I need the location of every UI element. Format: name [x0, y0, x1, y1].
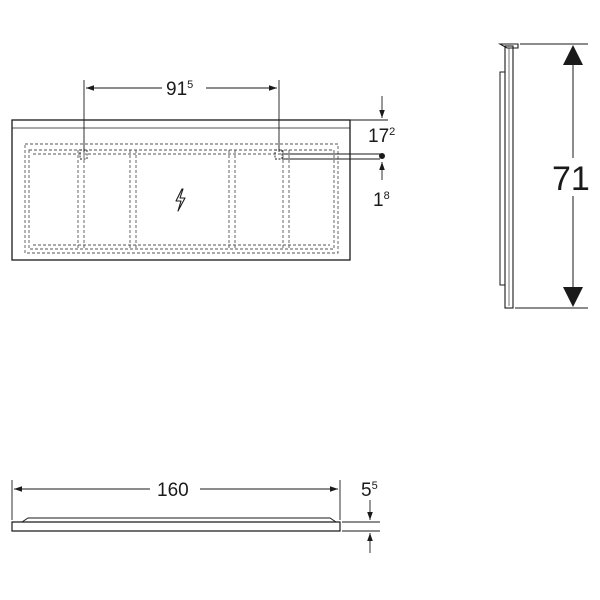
top-profile-back — [21, 517, 337, 523]
hidden-led-frame — [24, 143, 339, 254]
mirror-panel-outline — [11, 119, 351, 261]
lightning-bolt-icon — [175, 188, 186, 212]
right-hook — [274, 149, 283, 160]
side-view: 71 — [497, 43, 590, 309]
height-arrow-top — [563, 45, 583, 65]
top-view: 160 55 — [11, 480, 380, 553]
top-profile — [11, 521, 341, 532]
top-offset-label: 172 — [368, 126, 395, 147]
left-hook — [79, 149, 88, 160]
width-label: 160 — [157, 480, 189, 501]
hook-spacing-label: 915 — [166, 79, 193, 100]
hook-tolerance-label: 18 — [373, 190, 390, 211]
height-label: 71 — [552, 160, 590, 198]
front-view: 915 172 18 — [11, 79, 395, 261]
height-arrow-bottom — [563, 287, 583, 307]
side-profile-back — [499, 71, 506, 286]
hook-reference-point — [379, 153, 385, 159]
depth-label: 55 — [361, 480, 378, 501]
